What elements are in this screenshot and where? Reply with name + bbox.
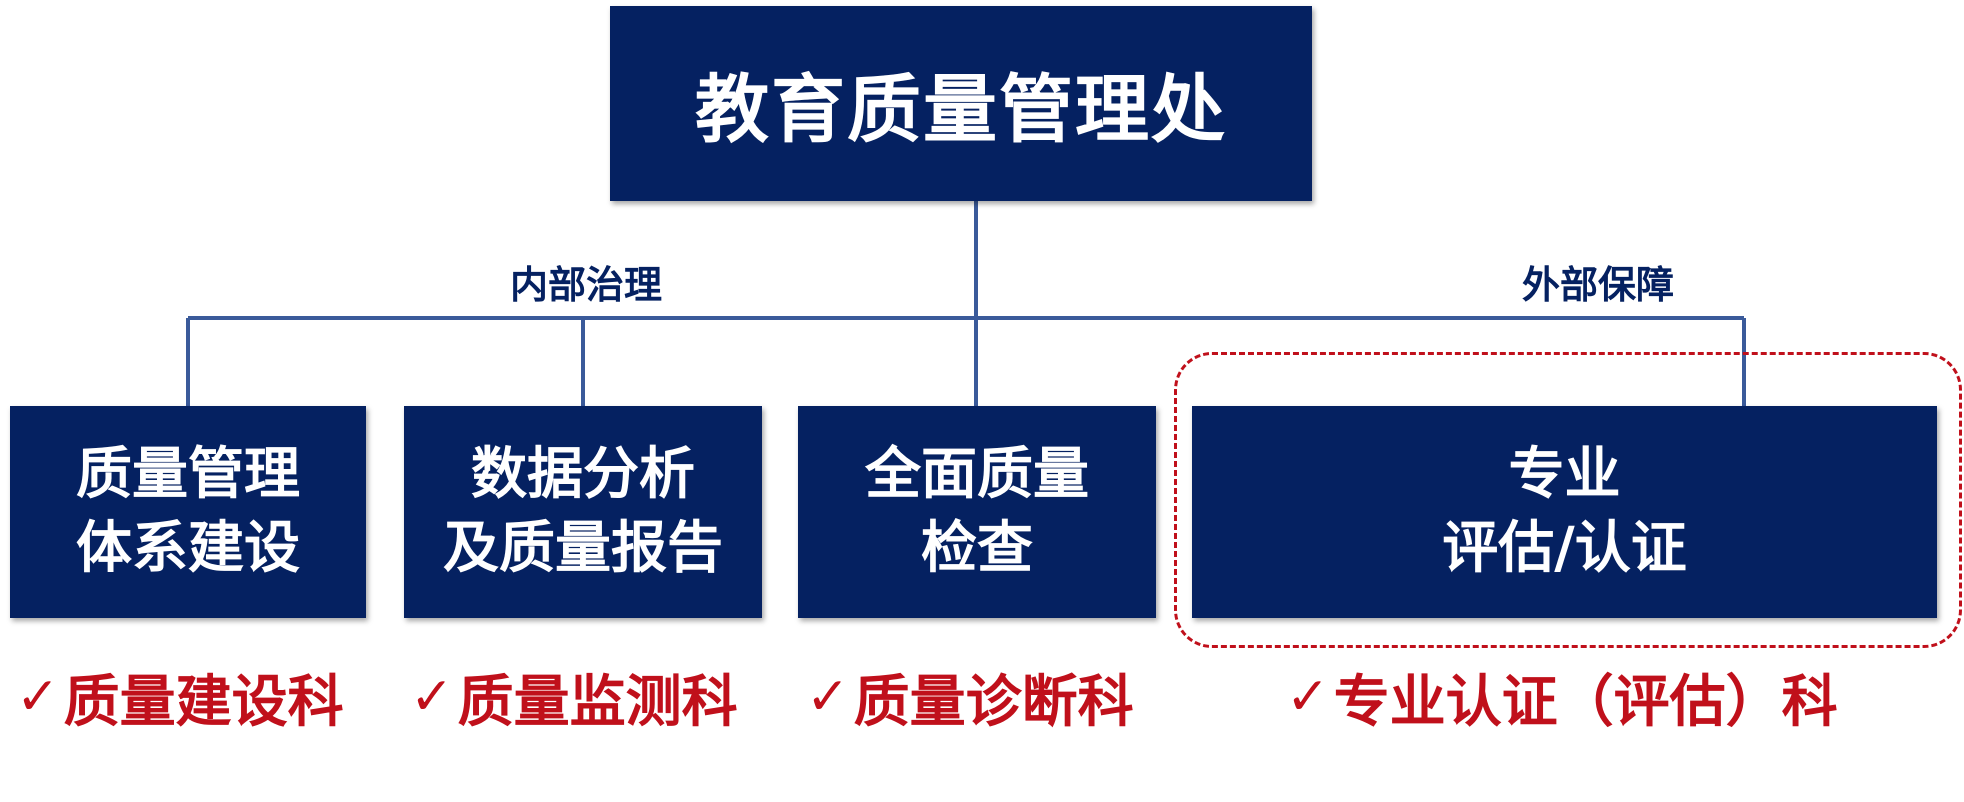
- checkmark-icon: ✓: [1286, 667, 1330, 727]
- unit-box-2-line2: 及质量报告: [443, 516, 723, 581]
- unit-box-1-line2: 体系建设: [76, 516, 300, 581]
- highlight-dashed-frame: [1174, 352, 1962, 648]
- checkmark-icon: ✓: [410, 667, 454, 727]
- unit-box-2: 数据分析 及质量报告: [404, 406, 762, 618]
- department-4-name: 专业认证（评估）科: [1333, 669, 1838, 735]
- checkmark-icon: ✓: [16, 667, 60, 727]
- department-2-name: 质量监测科: [457, 669, 738, 735]
- unit-box-2-line1: 数据分析: [471, 442, 695, 507]
- department-2: ✓ 质量监测科: [410, 660, 738, 735]
- unit-box-3-line2: 检查: [921, 516, 1033, 581]
- top-unit-title: 教育质量管理处: [695, 67, 1227, 153]
- top-unit-box: 教育质量管理处: [610, 6, 1312, 201]
- department-1-name: 质量建设科: [63, 669, 344, 735]
- branch-label-internal: 内部治理: [510, 263, 663, 307]
- unit-box-4: 专业 评估/认证: [1192, 406, 1937, 618]
- department-1: ✓ 质量建设科: [16, 660, 344, 735]
- unit-box-4-line2: 评估/认证: [1442, 516, 1687, 581]
- checkmark-icon: ✓: [806, 667, 850, 727]
- department-4: ✓ 专业认证（评估）科: [1286, 660, 1838, 735]
- department-3: ✓ 质量诊断科: [806, 660, 1134, 735]
- branch-label-external: 外部保障: [1522, 263, 1675, 307]
- unit-box-1-line1: 质量管理: [76, 442, 300, 507]
- unit-box-1: 质量管理 体系建设: [10, 406, 366, 618]
- unit-box-4-line1: 专业: [1508, 442, 1621, 507]
- department-3-name: 质量诊断科: [853, 669, 1134, 735]
- unit-box-3: 全面质量 检查: [798, 406, 1156, 618]
- unit-box-3-line1: 全面质量: [865, 442, 1089, 507]
